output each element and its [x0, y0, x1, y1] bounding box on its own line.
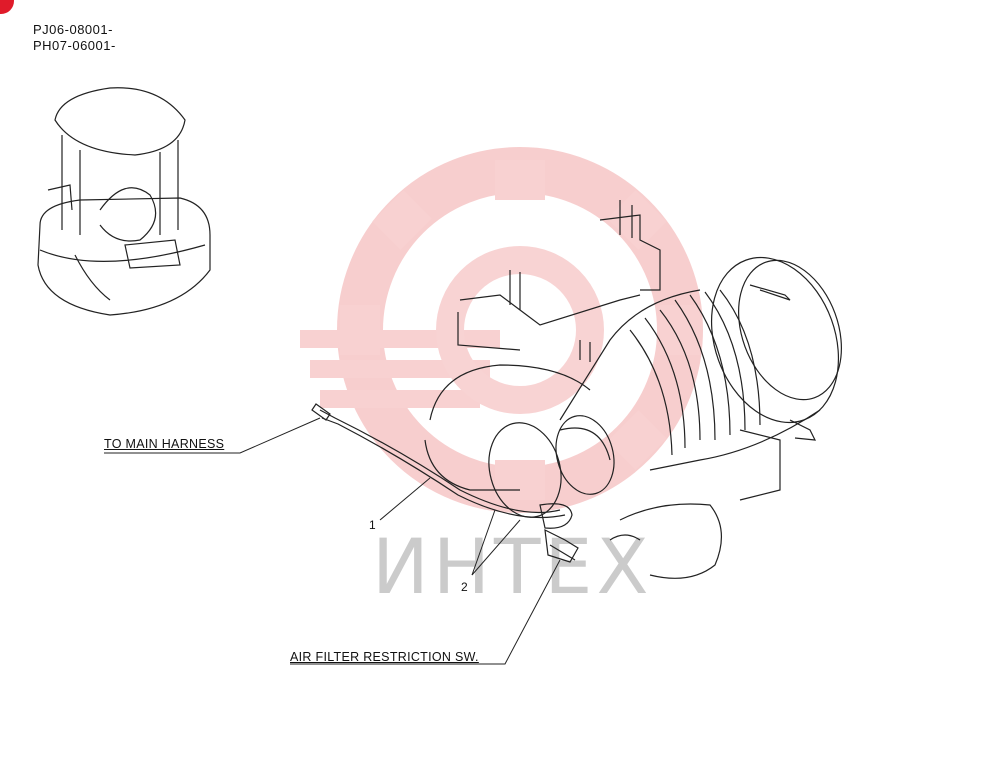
watermark-text: ИНТЕХ	[372, 522, 653, 611]
leader-lines	[104, 417, 561, 665]
callout-restriction-switch: AIR FILTER RESTRICTION SW.	[290, 650, 479, 664]
callout-main-harness: TO MAIN HARNESS	[104, 437, 225, 451]
mounting-bracket	[457, 200, 781, 501]
air-cleaner	[559, 256, 842, 471]
serial-range-2: PH07-06001-	[33, 38, 116, 53]
harness-wire	[311, 403, 579, 563]
part-number-1: 1	[369, 518, 376, 532]
serial-range-1: PJ06-08001-	[33, 22, 113, 37]
intake-elbow	[424, 364, 723, 579]
machine-overview	[37, 87, 211, 316]
part-number-2: 2	[461, 580, 468, 594]
